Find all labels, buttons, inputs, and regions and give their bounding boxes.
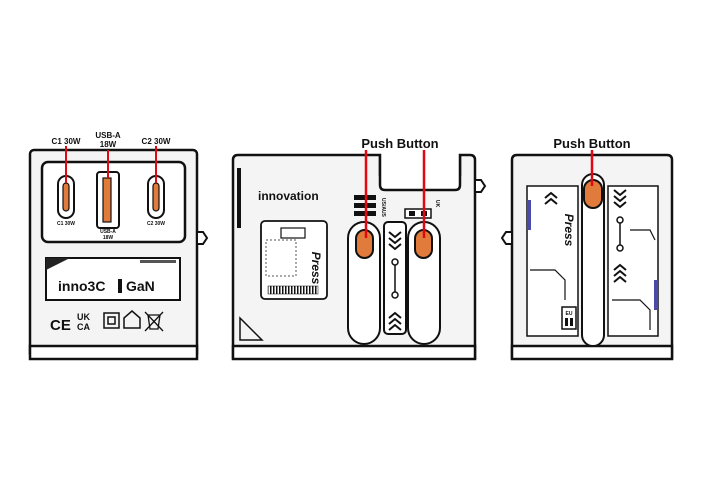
region-uk-label: UK bbox=[434, 200, 440, 208]
certification-marks: CE UK CA bbox=[50, 310, 164, 334]
brand-plate: inno3C GaN bbox=[45, 257, 181, 301]
weee-bin-icon bbox=[144, 311, 164, 332]
right-chevron-up-icon-2 bbox=[613, 263, 627, 283]
middle-press-label: Press bbox=[309, 252, 323, 285]
left-base bbox=[28, 344, 199, 361]
c1-port-label: C1 30W bbox=[57, 221, 75, 227]
middle-label-card: Press bbox=[260, 220, 328, 300]
middle-corner-mark bbox=[239, 316, 264, 341]
right-view: Press EU Push Button bbox=[500, 136, 674, 361]
ukca-mark-icon: UK bbox=[77, 312, 90, 322]
c2-port-label: C2 30W bbox=[147, 221, 165, 227]
right-base bbox=[510, 344, 674, 361]
right-callout-label: Push Button bbox=[553, 136, 630, 151]
usba-port-label-1: USB-A bbox=[100, 229, 116, 235]
uk-region-box bbox=[404, 208, 432, 219]
usba-top-label-1: USB-A bbox=[95, 131, 121, 140]
ce-mark-icon: CE bbox=[50, 317, 71, 334]
barcode bbox=[267, 285, 319, 295]
region-eu-label: EU bbox=[566, 311, 573, 317]
middle-vent bbox=[237, 168, 241, 228]
home-use-icon bbox=[123, 310, 141, 329]
middle-brand: innovation bbox=[258, 189, 319, 203]
c2-top-label: C2 30W bbox=[142, 137, 171, 146]
chevron-up-icon bbox=[388, 311, 402, 331]
middle-base bbox=[231, 344, 477, 361]
usba-port-label-2: 18W bbox=[103, 235, 114, 241]
right-chevron-down-icon bbox=[613, 189, 627, 209]
tech-text: GaN bbox=[126, 278, 155, 294]
middle-view: innovation Press US/AUS UK bbox=[231, 136, 487, 361]
middle-callout-label: Push Button bbox=[361, 136, 438, 151]
right-press-label: Press bbox=[562, 214, 576, 247]
middle-knob bbox=[474, 179, 487, 193]
right-accent-left bbox=[527, 200, 531, 230]
c1-port-pin bbox=[62, 182, 70, 212]
brand-text: inno3C bbox=[58, 278, 105, 294]
double-insulation-icon bbox=[103, 312, 120, 329]
right-accent-right bbox=[654, 280, 658, 310]
chevron-down-icon bbox=[388, 231, 402, 251]
usba-top-label-2: 18W bbox=[100, 140, 117, 149]
left-view: C1 30W USB-A 18W C2 30W C1 30W USB-A 18W… bbox=[28, 131, 209, 361]
right-knob bbox=[500, 231, 513, 245]
push-button-left[interactable] bbox=[355, 229, 374, 259]
c1-top-label: C1 30W bbox=[52, 137, 81, 146]
c2-port-pin bbox=[152, 182, 160, 212]
usba-port-pin bbox=[102, 177, 112, 223]
region-us-label: US/AUS bbox=[380, 198, 386, 218]
middle-top-slot bbox=[378, 155, 462, 192]
ukca-mark-icon-2: CA bbox=[77, 322, 90, 332]
left-knob bbox=[196, 231, 209, 245]
right-chevron-up-icon bbox=[544, 191, 558, 205]
